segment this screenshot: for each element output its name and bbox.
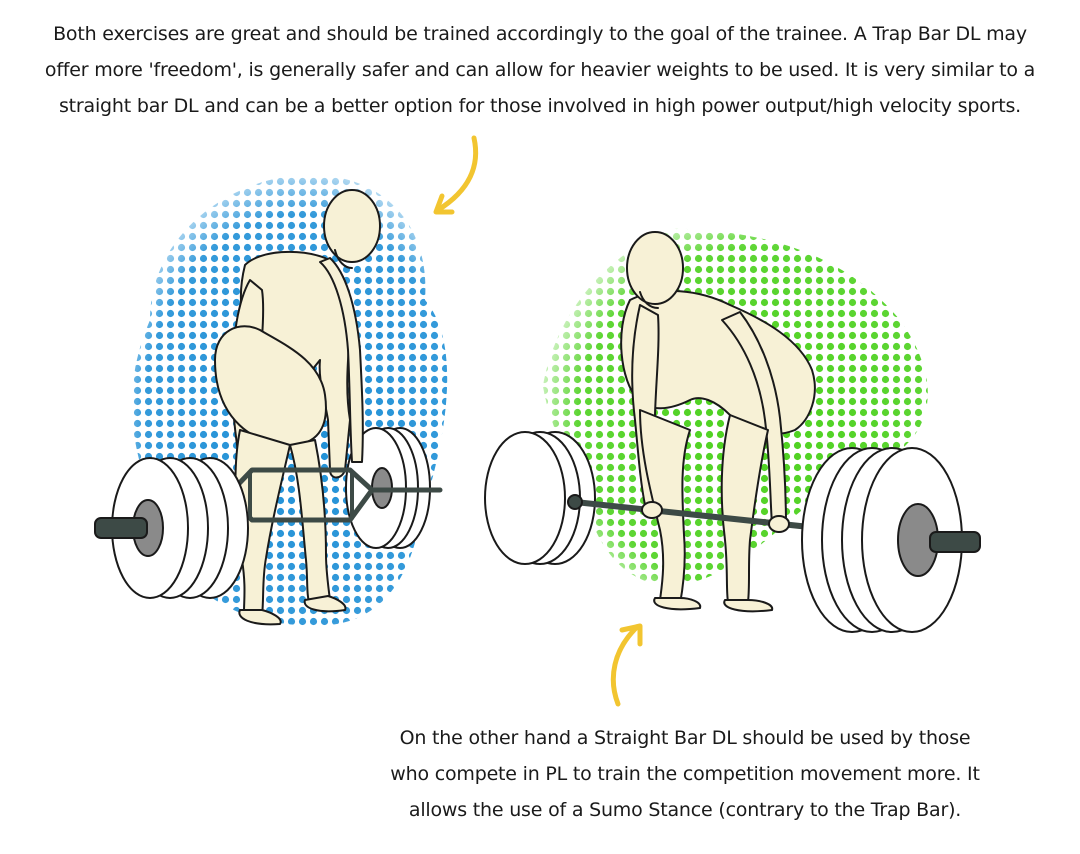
- top-caption-line-3: straight bar DL and can be a better opti…: [58, 95, 1022, 117]
- trap-bar-lifter-head: [323, 189, 381, 263]
- trap-bar-front-plates: [94, 457, 249, 599]
- top-caption-line-1: Both exercises are great and should be t…: [53, 23, 1027, 45]
- straight-bar-front-plates: [801, 447, 981, 633]
- straight-bar-rear-plates: [484, 431, 596, 565]
- bottom-caption-line-3: allows the use of a Sumo Stance (contrar…: [408, 799, 962, 821]
- bottom-caption: On the other hand a Straight Bar DL shou…: [385, 720, 985, 828]
- straight-bar-deadlift-figure: [484, 231, 981, 633]
- arrow-to-straight-bar: [610, 623, 643, 707]
- bottom-caption-line-1: On the other hand a Straight Bar DL shou…: [399, 727, 971, 749]
- arrow-to-trap-bar: [433, 135, 479, 215]
- top-caption-line-2: offer more 'freedom', is generally safer…: [44, 59, 1036, 81]
- top-caption: Both exercises are great and should be t…: [40, 16, 1040, 124]
- straight-bar-lifter-body: [620, 290, 816, 613]
- straight-bar-lifter-head: [626, 231, 684, 305]
- trap-bar-deadlift-figure: [94, 189, 443, 626]
- bottom-caption-line-2: who compete in PL to train the competiti…: [390, 763, 980, 785]
